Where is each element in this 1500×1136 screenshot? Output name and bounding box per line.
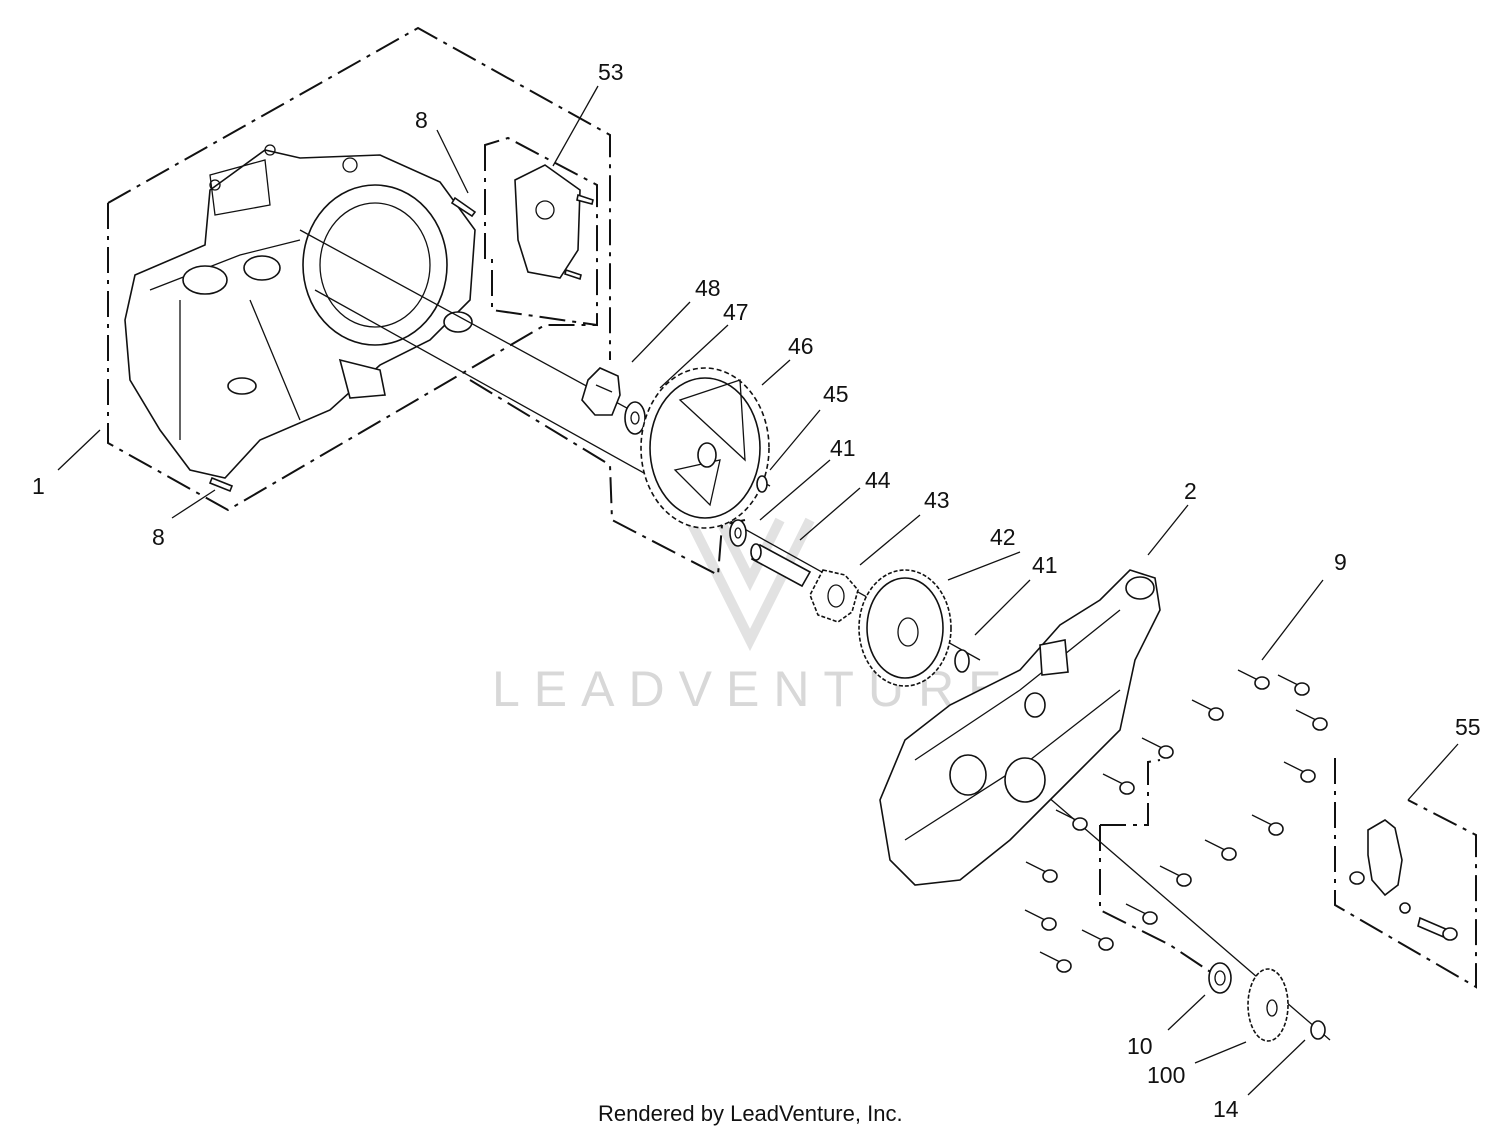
drive-coupler (581, 367, 621, 416)
bolt-set (1024, 669, 1328, 973)
bolt (1025, 861, 1058, 883)
bolt (1251, 814, 1284, 836)
cover-assembly-boundary (484, 136, 598, 327)
dowel-pin-upper (450, 196, 477, 218)
callout-44: 44 (865, 467, 891, 493)
pin-shaft (750, 543, 812, 588)
bolt (1191, 699, 1224, 721)
cover-plate (514, 164, 594, 281)
callout-2: 2 (1184, 478, 1197, 504)
thrust-washer-47 (624, 401, 646, 435)
callout-41-upper: 41 (830, 435, 856, 461)
footer-credit: Rendered by LeadVenture, Inc. (598, 1101, 903, 1126)
transmission-housing (124, 144, 476, 479)
callout-14: 14 (1213, 1096, 1239, 1122)
drive-assembly-boundary (469, 379, 746, 577)
callout-100: 100 (1147, 1062, 1185, 1088)
bolt (1141, 737, 1174, 759)
callout-47: 47 (723, 299, 749, 325)
brake-bracket (1349, 819, 1458, 941)
large-drive-gear (640, 367, 770, 529)
callout-48: 48 (695, 275, 721, 301)
bolt (1102, 773, 1135, 795)
bolt (1283, 761, 1316, 783)
callout-42: 42 (990, 524, 1016, 550)
bolt (1295, 709, 1328, 731)
bolt (1237, 669, 1270, 690)
oil-seal (1208, 962, 1232, 994)
housing-assembly-boundary (107, 26, 611, 512)
pinion-gear (809, 569, 859, 623)
callout-46: 46 (788, 333, 814, 359)
bolt (1125, 903, 1158, 925)
callout-10: 10 (1127, 1033, 1153, 1059)
output-sprocket (1247, 968, 1289, 1042)
side-cover (879, 569, 1161, 886)
bolt (1024, 909, 1057, 931)
callout-53: 53 (598, 59, 624, 85)
leader-lines (57, 85, 1459, 1096)
bracket-assembly-boundary (1334, 758, 1477, 989)
bolt (1159, 865, 1192, 887)
callout-8-lower: 8 (152, 524, 165, 550)
retainer-clip (1310, 1020, 1326, 1040)
bolt (1039, 951, 1072, 973)
callout-1: 1 (32, 473, 45, 499)
bolt (1055, 809, 1088, 831)
callout-9: 9 (1334, 549, 1347, 575)
callout-45: 45 (823, 381, 849, 407)
dowel-pin-lower (208, 476, 234, 493)
callout-43: 43 (924, 487, 950, 513)
retaining-ring (756, 475, 768, 493)
washer-41-lower (954, 649, 970, 673)
washer-41-upper (729, 519, 747, 547)
bolt (1204, 839, 1237, 861)
callout-labels: 1 2 8 8 9 10 14 41 41 42 43 44 45 46 47 … (32, 59, 1481, 1122)
callout-41-lower: 41 (1032, 552, 1058, 578)
callout-55: 55 (1455, 714, 1481, 740)
bolt (1081, 929, 1114, 951)
output-assembly-boundary (1099, 759, 1216, 976)
callout-8-upper: 8 (415, 107, 428, 133)
medium-gear (858, 569, 952, 687)
bolt (1277, 674, 1310, 696)
